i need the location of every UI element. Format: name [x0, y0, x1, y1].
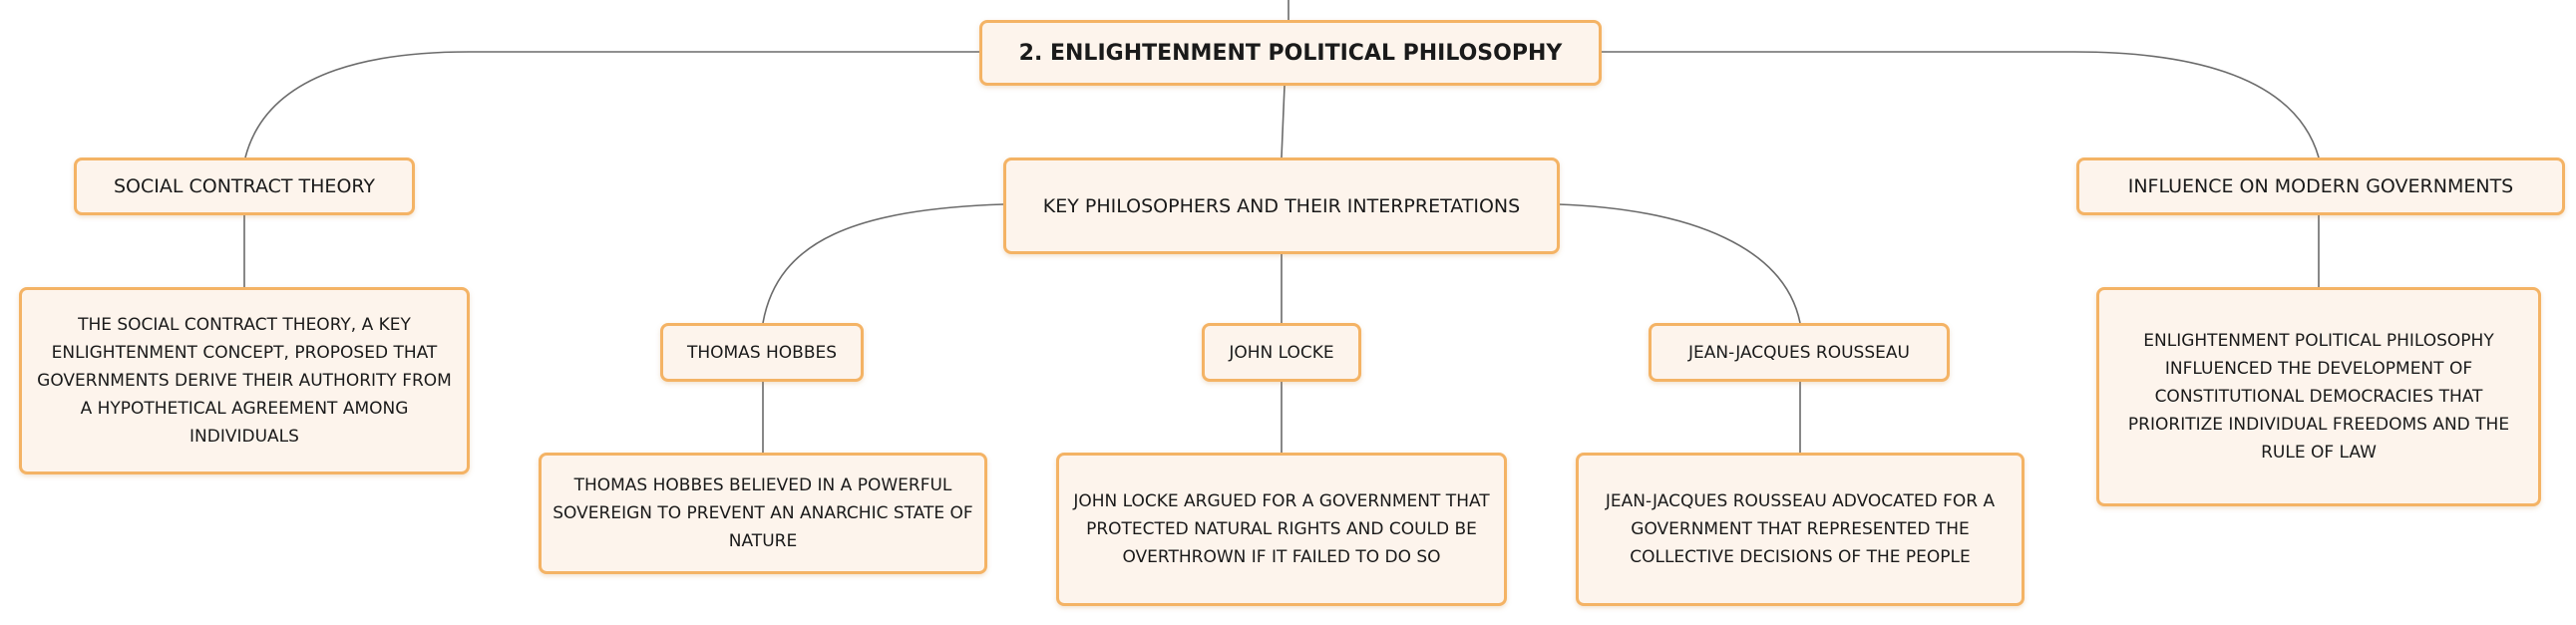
- thomas-hobbes-description-node[interactable]: THOMAS HOBBES BELIEVED IN A POWERFUL SOV…: [539, 453, 987, 574]
- influence-modern-governments-description-text: ENLIGHTENMENT POLITICAL PHILOSOPHY INFLU…: [2127, 331, 2510, 463]
- jean-jacques-rousseau-label: JEAN-JACQUES ROUSSEAU: [1688, 342, 1910, 363]
- social-contract-theory-node[interactable]: SOCIAL CONTRACT THEORY: [74, 157, 415, 215]
- influence-modern-governments-label: INFLUENCE ON MODERN GOVERNMENTS: [2127, 175, 2514, 197]
- influence-modern-governments-description-node[interactable]: ENLIGHTENMENT POLITICAL PHILOSOPHY INFLU…: [2096, 287, 2541, 506]
- jean-jacques-rousseau-description-node[interactable]: JEAN-JACQUES ROUSSEAU ADVOCATED FOR A GO…: [1576, 453, 2024, 606]
- jean-jacques-rousseau-node[interactable]: JEAN-JACQUES ROUSSEAU: [1649, 323, 1950, 382]
- root-topic-node[interactable]: 2. ENLIGHTENMENT POLITICAL PHILOSOPHY: [979, 20, 1602, 86]
- john-locke-description-text: JOHN LOCKE ARGUED FOR A GOVERNMENT THAT …: [1073, 491, 1490, 567]
- john-locke-description-node[interactable]: JOHN LOCKE ARGUED FOR A GOVERNMENT THAT …: [1056, 453, 1507, 606]
- social-contract-theory-description-text: THE SOCIAL CONTRACT THEORY, A KEY ENLIGH…: [37, 315, 452, 447]
- influence-modern-governments-node[interactable]: INFLUENCE ON MODERN GOVERNMENTS: [2076, 157, 2565, 215]
- connector-root-key-philosophers: [1281, 85, 1286, 158]
- key-philosophers-label: KEY PHILOSOPHERS AND THEIR INTERPRETATIO…: [1042, 194, 1521, 217]
- thomas-hobbes-label: THOMAS HOBBES: [686, 342, 838, 363]
- thomas-hobbes-node[interactable]: THOMAS HOBBES: [660, 323, 864, 382]
- social-contract-theory-description-node[interactable]: THE SOCIAL CONTRACT THEORY, A KEY ENLIGH…: [19, 287, 470, 474]
- thomas-hobbes-description-text: THOMAS HOBBES BELIEVED IN A POWERFUL SOV…: [552, 475, 973, 551]
- connector-root-social-contract: [244, 51, 979, 158]
- root-topic-label: 2. ENLIGHTENMENT POLITICAL PHILOSOPHY: [1018, 40, 1563, 66]
- john-locke-label: JOHN LOCKE: [1229, 342, 1334, 363]
- connector-root-influence: [1602, 51, 2320, 158]
- key-philosophers-node[interactable]: KEY PHILOSOPHERS AND THEIR INTERPRETATIO…: [1003, 157, 1560, 254]
- connector-key-philosophers-hobbes: [762, 203, 1004, 324]
- john-locke-node[interactable]: JOHN LOCKE: [1202, 323, 1361, 382]
- jean-jacques-rousseau-description-text: JEAN-JACQUES ROUSSEAU ADVOCATED FOR A GO…: [1605, 491, 1996, 567]
- connector-key-philosophers-rousseau: [1557, 203, 1801, 324]
- social-contract-theory-label: SOCIAL CONTRACT THEORY: [113, 175, 375, 197]
